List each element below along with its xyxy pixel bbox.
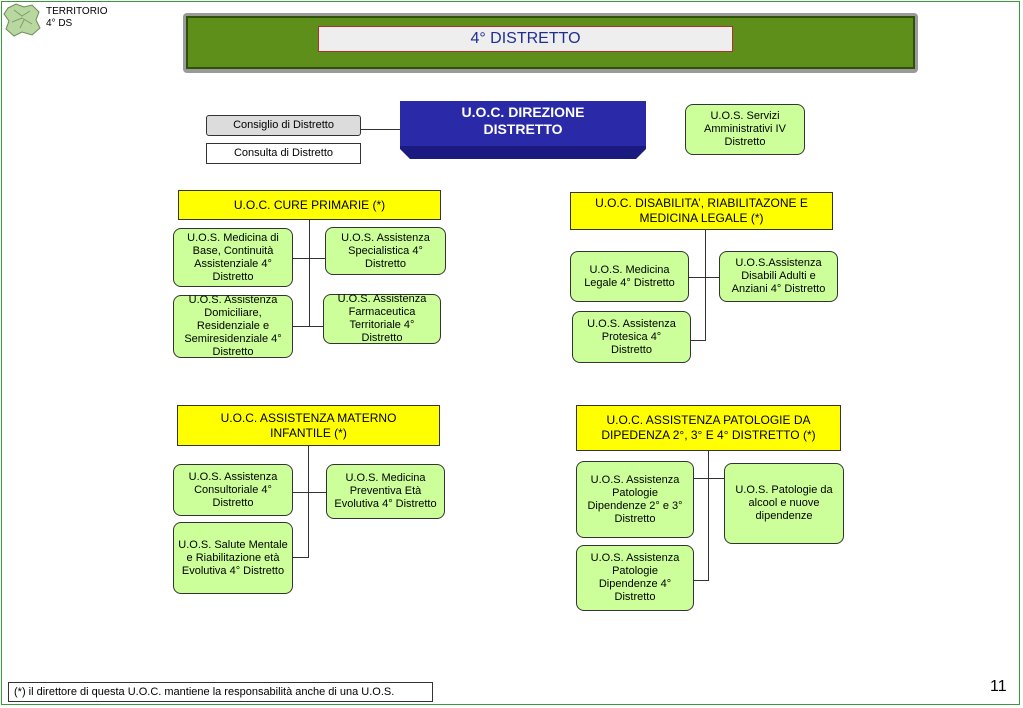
footnote: (*) il direttore di questa U.O.C. mantie…	[8, 682, 433, 702]
uos-protesica: U.O.S. Assistenza Protesica 4° Distretto	[572, 311, 691, 363]
servizi-amministrativi-box: U.O.S. Servizi Amministrativi IV Distret…	[685, 104, 805, 155]
uos-medicina-preventiva: U.O.S. Medicina Preventiva Età Evolutiva…	[326, 464, 445, 519]
direzione-shape	[400, 101, 646, 159]
territory-map-icon	[3, 3, 41, 37]
connector	[694, 580, 709, 581]
uos-patologie-4: U.O.S. Assistenza Patologie Dipendenze 4…	[576, 545, 694, 611]
connector	[694, 478, 725, 479]
connector	[705, 230, 706, 341]
page-number: 11	[990, 678, 1007, 695]
uos-patologie-2-3: U.O.S. Assistenza Patologie Dipendenze 2…	[576, 461, 694, 538]
territory-tag: TERRITORIO 4° DS	[46, 6, 107, 30]
direzione-line1: U.O.C. DIREZIONE	[461, 104, 585, 120]
disabilita-header: U.O.C. DISABILITA’, RIABILITAZONE E MEDI…	[570, 192, 833, 230]
connector	[308, 446, 309, 558]
direzione-line2: DISTRETTO	[483, 121, 563, 137]
consiglio-box: Consiglio di Distretto	[206, 115, 361, 136]
dipendenza-header: U.O.C. ASSISTENZA PATOLOGIE DA DIPEDENZA…	[576, 405, 841, 451]
materno-header: U.O.C. ASSISTENZA MATERNO INFANTILE (*)	[177, 405, 440, 446]
connector	[683, 340, 706, 341]
connector	[689, 277, 719, 278]
uos-salute-mentale: U.O.S. Salute Mentale e Riabilitazione e…	[173, 522, 293, 594]
uos-disabili: U.O.S.Assistenza Disabili Adulti e Anzia…	[719, 251, 838, 302]
connector	[293, 492, 326, 493]
uos-specialistica: U.O.S. Assistenza Specialistica 4° Distr…	[325, 227, 446, 275]
uos-consultoriale: U.O.S. Assistenza Consultoriale 4° Distr…	[173, 464, 293, 516]
uos-medicina-base: U.O.S. Medicina di Base, Continuità Assi…	[173, 228, 293, 287]
territory-tag-line2: 4° DS	[46, 18, 73, 29]
uos-alcool: U.O.S. Patologie da alcool e nuove dipen…	[724, 463, 844, 544]
cure-primarie-header: U.O.C. CURE PRIMARIE (*)	[178, 190, 441, 220]
connector	[309, 220, 310, 326]
connector	[708, 451, 709, 581]
uos-domiciliare: U.O.S. Assistenza Domiciliare, Residenzi…	[173, 294, 293, 358]
connector	[293, 557, 309, 558]
uos-medicina-legale: U.O.S. Medicina Legale 4° Distretto	[570, 251, 689, 302]
consulta-box: Consulta di Distretto	[206, 143, 361, 164]
uos-farmaceutica: U.O.S. Assistenza Farmaceutica Territori…	[323, 293, 441, 344]
connector	[361, 129, 400, 130]
connector	[293, 326, 323, 327]
page-title: 4° DISTRETTO	[318, 26, 733, 52]
direzione-title: U.O.C. DIREZIONE DISTRETTO	[400, 104, 646, 138]
connector	[293, 258, 325, 259]
territory-tag-line1: TERRITORIO	[46, 6, 108, 17]
